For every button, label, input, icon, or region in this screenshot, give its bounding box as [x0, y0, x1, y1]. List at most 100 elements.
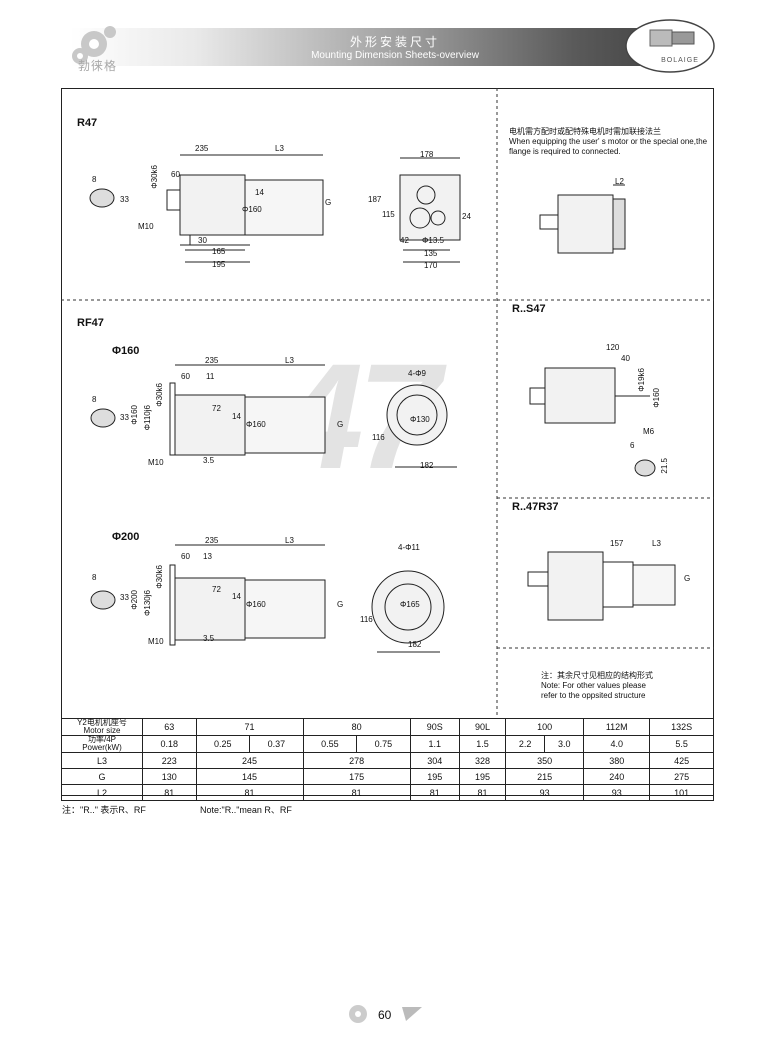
r47-dim: 8 — [92, 175, 97, 184]
rf47-160-dim: 72 — [212, 404, 221, 413]
row-label: G — [61, 768, 143, 785]
r47-dim: 235 — [195, 144, 209, 153]
r47-dim: Φ30k6 — [150, 165, 159, 189]
rs47-dim: Φ19k6 — [637, 368, 646, 392]
r47-dim: 115 — [382, 210, 395, 219]
table-cell: 0.37 — [249, 735, 304, 753]
flange-note: 电机需方配时或配特殊电机时需加联接法兰 When equipping the u… — [509, 127, 708, 156]
r47r37-dim: 157 — [610, 539, 624, 548]
table-cell: 145 — [195, 768, 304, 785]
rs47-dim: M6 — [643, 427, 655, 436]
table-row: L3 223 245 278 304 328 350 380 425 — [61, 752, 714, 769]
rf47-160-dim: 33 — [120, 413, 129, 422]
table-cell: 195 — [409, 768, 460, 785]
table-cell: 81 — [195, 784, 304, 801]
rf47-160-dim: 11 — [206, 372, 215, 381]
r47-dim: 165 — [212, 247, 226, 256]
other-values-note: 注：其余尺寸见相应的结构形式 Note: For other values pl… — [541, 671, 653, 700]
r47-dim: 33 — [120, 195, 129, 204]
rf47-160-dim: M10 — [148, 458, 164, 467]
rs47-label: R..S47 — [512, 303, 546, 315]
table-cell: 112M — [583, 718, 651, 736]
table-cell: 223 — [142, 752, 197, 769]
row-label: L2 — [61, 784, 143, 801]
r47-dim: 24 — [462, 212, 471, 221]
rf47-160-dim: L3 — [285, 356, 294, 365]
rs47-dim: 120 — [606, 343, 620, 352]
table-cell: 0.55 — [302, 735, 358, 753]
flange-drawing — [539, 184, 626, 254]
r47-dim: Φ160 — [242, 205, 262, 214]
table-cell: 275 — [649, 768, 714, 785]
rs47-dim: 40 — [621, 354, 630, 363]
rf47-160-dim: Φ130 — [410, 415, 430, 424]
rf47-200-drawing — [90, 544, 445, 653]
table-cell: 245 — [195, 752, 304, 769]
rf47-160-dim: 8 — [92, 395, 97, 404]
frame-dividers — [61, 88, 714, 718]
r47-dim: G — [325, 198, 332, 207]
table-cell: 4.0 — [583, 735, 651, 753]
rf47-200-dim: 116 — [360, 615, 373, 624]
rf47-200-dim: 182 — [408, 640, 422, 649]
table-cell: 5.5 — [649, 735, 714, 753]
brand-badge-icon — [625, 19, 715, 73]
table-cell: 350 — [505, 752, 585, 769]
gear-logo-icon — [72, 26, 116, 64]
r47-dim: 195 — [212, 260, 226, 269]
rf47-160-dim: 182 — [420, 461, 434, 470]
rf47-160-dim: Φ160 — [246, 420, 266, 429]
rf47-200-dim: Φ165 — [400, 600, 420, 609]
table-cell: 71 — [195, 718, 304, 736]
r47-dim: 170 — [424, 261, 438, 270]
r47-dim: L3 — [275, 144, 284, 153]
table-row: Y2电机机座号 Motor size 63 71 80 90S 90L 100 … — [61, 718, 714, 736]
rf47-200-dim: 13 — [203, 552, 212, 561]
table-cell: 100 — [505, 718, 585, 736]
header-bar — [70, 28, 700, 66]
r47-dim: 30 — [198, 236, 207, 245]
table-cell: 130 — [142, 768, 197, 785]
rf47-label: RF47 — [77, 317, 104, 329]
rf47-200-dim: 33 — [120, 593, 129, 602]
table-cell: 81 — [302, 784, 411, 801]
table-cell: 0.75 — [356, 735, 411, 753]
table-cell: 328 — [458, 752, 507, 769]
rf47-200-dim: L3 — [285, 536, 294, 545]
r47-side-drawing — [89, 154, 324, 263]
r47-dim: 187 — [368, 195, 382, 204]
rf47-160-dim: Φ30k6 — [155, 383, 164, 407]
rf47-160-dim: G — [337, 420, 344, 429]
rs47-dim: 6 — [630, 441, 635, 450]
rf47-200-dim: 235 — [205, 536, 219, 545]
rf47-200-dim: 72 — [212, 585, 221, 594]
table-cell: 1.5 — [458, 735, 507, 753]
table-cell: 80 — [302, 718, 411, 736]
rf47-200-dim: Φ30k6 — [155, 565, 164, 589]
table-cell: 175 — [302, 768, 411, 785]
rf47-200-dim: Φ200 — [130, 590, 139, 610]
footnote-zh: 注："R.." 表示R、RF — [62, 805, 146, 815]
table-cell: 240 — [583, 768, 651, 785]
rf47-160-dim: Φ160 — [130, 405, 139, 425]
r47-dim: 135 — [424, 249, 438, 258]
r47-dim: M10 — [138, 222, 154, 231]
rf47-160-dim: 60 — [181, 372, 190, 381]
rf47-160-dim: 235 — [205, 356, 219, 365]
table-cell: 90L — [458, 718, 507, 736]
table-cell: 304 — [409, 752, 460, 769]
r47-dim: 14 — [255, 188, 264, 197]
rf47-200-dim: Φ160 — [246, 600, 266, 609]
r47r37-label: R..47R37 — [512, 501, 559, 513]
r47r37-dim: G — [684, 574, 691, 583]
table-cell: 1.1 — [409, 735, 460, 753]
table-cell: 93 — [583, 784, 651, 801]
rf47-200-dim: G — [337, 600, 344, 609]
row-label: Y2电机机座号 Motor size — [61, 718, 143, 736]
footer-arrow-icon — [402, 1007, 422, 1021]
r47-dim: 178 — [420, 150, 434, 159]
rf47-200-dim: 14 — [232, 592, 241, 601]
r47-front-drawing — [399, 157, 461, 263]
rf47-160-drawing — [90, 364, 457, 468]
rf47-200-dim: 3.5 — [203, 634, 215, 643]
